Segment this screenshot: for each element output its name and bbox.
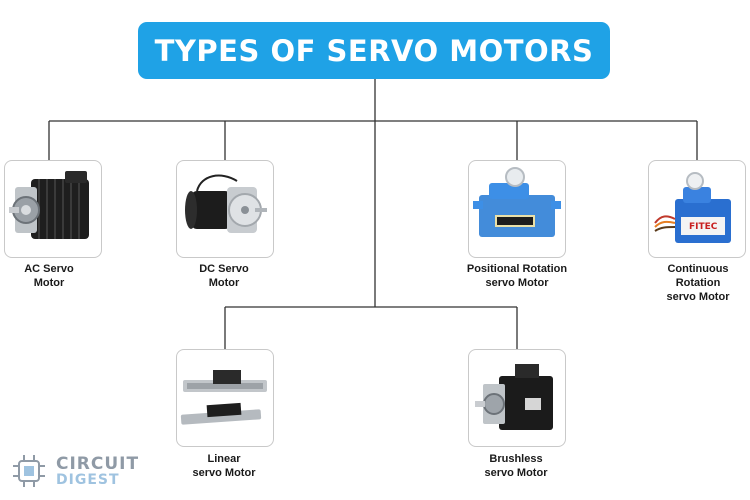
dc-servo-motor-label: DC Servo Motor [178, 262, 270, 290]
label-line: Continuous [667, 263, 729, 275]
brushless-servo-motor-image [475, 364, 553, 430]
linear-servo-motor-card [176, 349, 274, 447]
logo-text-digest: DIGEST [56, 472, 120, 488]
brushless-servo-motor-label: Brushless servo Motor [470, 452, 562, 480]
brushless-servo-motor-card [468, 349, 566, 447]
ac-servo-motor-card [4, 160, 102, 258]
chip-icon [13, 455, 45, 487]
circuit-digest-logo: CIRCUIT DIGEST [12, 452, 152, 492]
dc-servo-motor-image [185, 174, 267, 233]
label-line: servo Motor [666, 291, 730, 303]
label-line: servo Motor [485, 277, 549, 289]
page-title: TYPES OF SERVO MOTORS [154, 33, 594, 68]
ac-servo-motor-label: AC Servo Motor [4, 262, 94, 290]
continuous-rotation-servo-card: FITEC [648, 160, 746, 258]
label-line: Positional Rotation [466, 263, 568, 275]
positional-rotation-servo-label: Positional Rotation servo Motor [452, 262, 582, 290]
dc-servo-motor-card [176, 160, 274, 258]
logo-text-circuit: CIRCUIT [56, 454, 140, 474]
continuous-rotation-servo-label: Continuous Rotation servo Motor [652, 262, 744, 304]
positional-rotation-servo-card [468, 160, 566, 258]
ac-servo-motor-image [9, 171, 89, 239]
linear-servo-motor-label: Linear servo Motor [178, 452, 270, 480]
linear-servo-motor-image [180, 370, 267, 425]
label-line: AC Servo [24, 263, 74, 275]
label-line: Brushless [489, 453, 543, 465]
label-line: servo Motor [192, 467, 256, 479]
title-banner: TYPES OF SERVO MOTORS [138, 22, 610, 79]
continuous-rotation-servo-image: FITEC [654, 172, 731, 243]
label-line: Linear [207, 453, 241, 465]
label-line: Motor [33, 277, 65, 289]
label-line: DC Servo [199, 263, 249, 275]
label-line: Motor [208, 277, 240, 289]
svg-text:FITEC: FITEC [689, 222, 718, 232]
positional-rotation-servo-image [473, 167, 561, 237]
label-line: Rotation [675, 277, 721, 289]
label-line: servo Motor [484, 467, 548, 479]
